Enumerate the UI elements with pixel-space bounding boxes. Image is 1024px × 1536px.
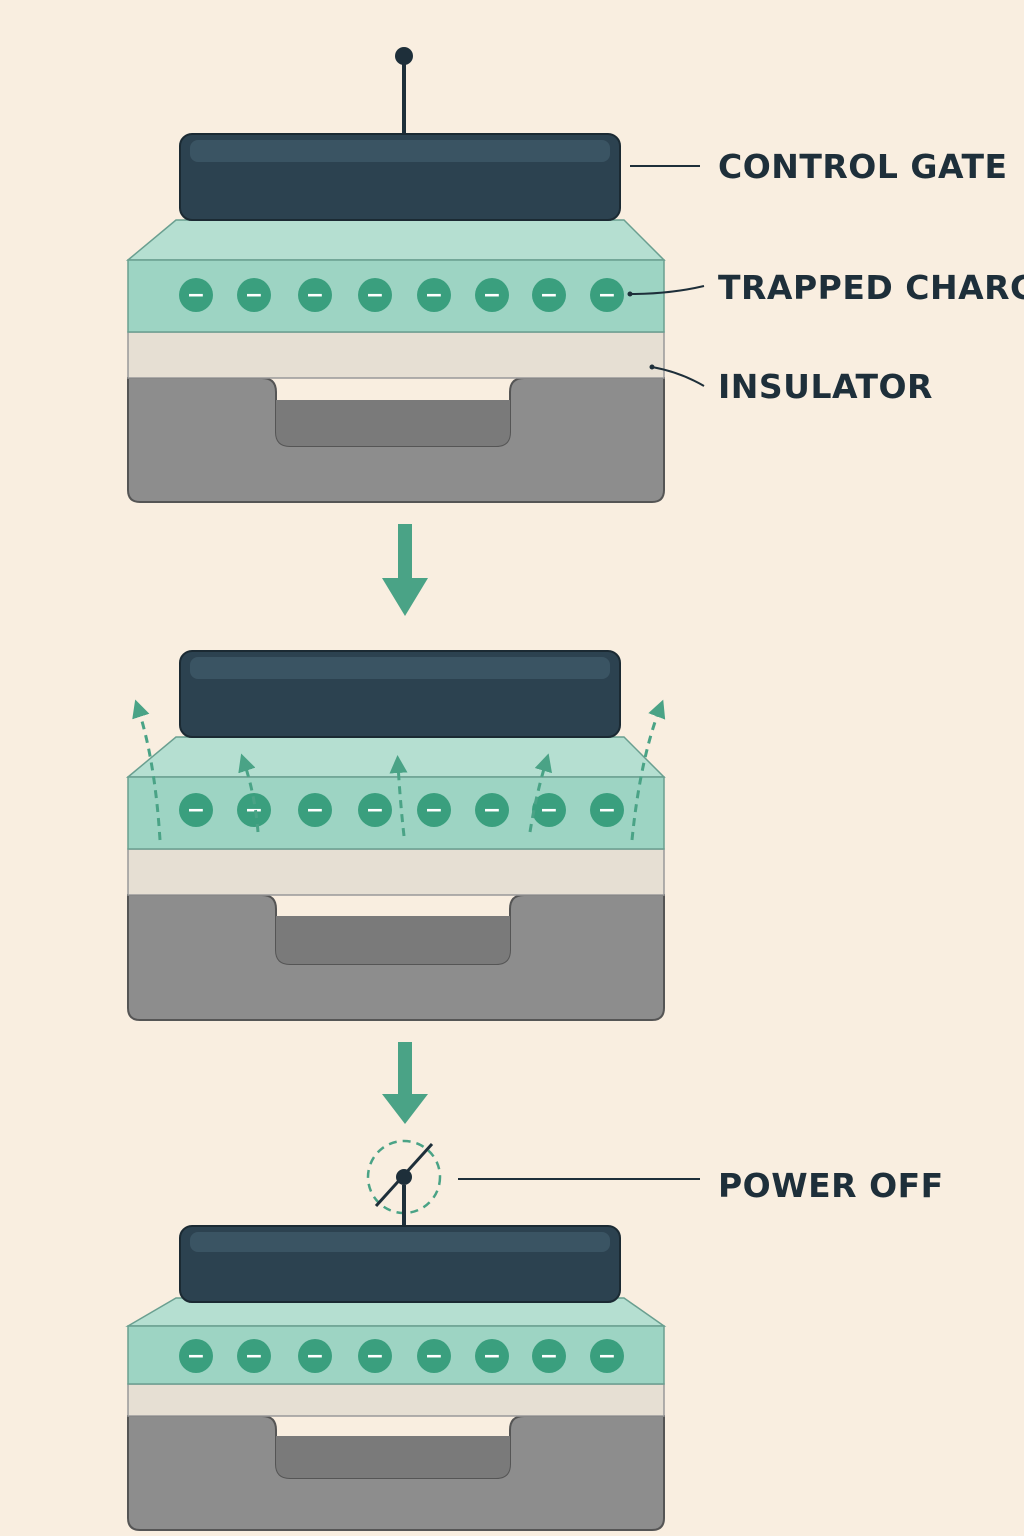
- svg-text:−: −: [366, 798, 384, 823]
- electron-row: − − − − − − − −: [179, 1339, 624, 1373]
- trapped-charge-label: TRAPPED CHARGE: [718, 268, 1024, 307]
- electron: −: [532, 1339, 566, 1373]
- memory-cell-leaking: − − − − − − − −: [125, 650, 666, 1021]
- electron: −: [475, 1339, 509, 1373]
- svg-text:−: −: [483, 283, 501, 308]
- charge-layer-top: [125, 219, 666, 261]
- control-gate-highlight: [190, 140, 610, 162]
- substrate-well: [276, 400, 510, 446]
- electron: −: [532, 793, 566, 827]
- memory-cell-programmed: − − − − − − − − CONTROL GATE TRAPPED CHA…: [125, 47, 1024, 503]
- electron: −: [179, 793, 213, 827]
- leak-arrow-icon: [132, 699, 162, 841]
- insulator-leader: [651, 366, 705, 387]
- trapped-charge-layer: [127, 1325, 665, 1385]
- electron: −: [237, 1339, 271, 1373]
- trapped-charge-leader: [629, 285, 705, 295]
- insulator-layer: [127, 1383, 665, 1417]
- leak-arrow-icon: [630, 699, 666, 841]
- svg-text:−: −: [306, 1344, 324, 1369]
- trapped-charge-layer: [127, 259, 665, 333]
- memory-cell-power-off: − − − − − − − − POWER OFF: [125, 1139, 944, 1531]
- leak-arrow-icon: [238, 753, 260, 833]
- svg-text:−: −: [540, 798, 558, 823]
- svg-text:−: −: [598, 1344, 616, 1369]
- electron: −: [417, 1339, 451, 1373]
- terminal-pin-icon: [396, 1169, 412, 1185]
- leak-arrow-icon: [389, 755, 408, 837]
- electron: −: [358, 793, 392, 827]
- svg-text:−: −: [598, 798, 616, 823]
- svg-text:−: −: [483, 798, 501, 823]
- svg-text:−: −: [425, 1344, 443, 1369]
- trapped-charge-layer: [127, 776, 665, 850]
- svg-text:−: −: [187, 283, 205, 308]
- electron: −: [237, 793, 271, 827]
- svg-text:−: −: [598, 283, 616, 308]
- electron: −: [298, 1339, 332, 1373]
- electron: −: [532, 278, 566, 312]
- svg-text:−: −: [187, 798, 205, 823]
- control-gate-highlight: [190, 657, 610, 679]
- electron: −: [237, 278, 271, 312]
- electron: −: [590, 793, 624, 827]
- svg-text:−: −: [366, 1344, 384, 1369]
- control-gate-highlight: [190, 1232, 610, 1252]
- electron: −: [475, 793, 509, 827]
- electron: −: [179, 1339, 213, 1373]
- electron: −: [298, 793, 332, 827]
- electron: −: [179, 278, 213, 312]
- insulator-layer: [127, 331, 665, 379]
- svg-text:−: −: [540, 1344, 558, 1369]
- substrate-well: [276, 1436, 510, 1478]
- electron: −: [417, 278, 451, 312]
- electron: −: [590, 278, 624, 312]
- svg-text:−: −: [306, 798, 324, 823]
- insulator-layer: [127, 848, 665, 896]
- power-off-label: POWER OFF: [718, 1166, 944, 1205]
- svg-text:−: −: [483, 1344, 501, 1369]
- electron: −: [590, 1339, 624, 1373]
- svg-text:−: −: [425, 798, 443, 823]
- leak-arrow-icon: [528, 753, 553, 833]
- down-arrow-icon: [382, 1042, 428, 1124]
- svg-text:−: −: [540, 283, 558, 308]
- insulator-label: INSULATOR: [718, 367, 933, 406]
- svg-text:−: −: [306, 283, 324, 308]
- svg-text:−: −: [425, 283, 443, 308]
- electron-row: − − − − − − − −: [179, 793, 624, 827]
- substrate-well: [276, 916, 510, 964]
- charge-layer-top: [125, 736, 666, 778]
- electron: −: [475, 278, 509, 312]
- terminal-pin-icon: [395, 47, 413, 65]
- electron: −: [358, 1339, 392, 1373]
- electron: −: [417, 793, 451, 827]
- electron-row: − − − − − − − −: [179, 278, 624, 312]
- svg-text:−: −: [245, 1344, 263, 1369]
- control-gate-label: CONTROL GATE: [718, 147, 1008, 186]
- svg-text:−: −: [245, 798, 263, 823]
- leak-arrows: [132, 699, 666, 841]
- down-arrow-icon: [382, 524, 428, 616]
- electron: −: [358, 278, 392, 312]
- svg-text:−: −: [187, 1344, 205, 1369]
- svg-text:−: −: [245, 283, 263, 308]
- electron: −: [298, 278, 332, 312]
- svg-text:−: −: [366, 283, 384, 308]
